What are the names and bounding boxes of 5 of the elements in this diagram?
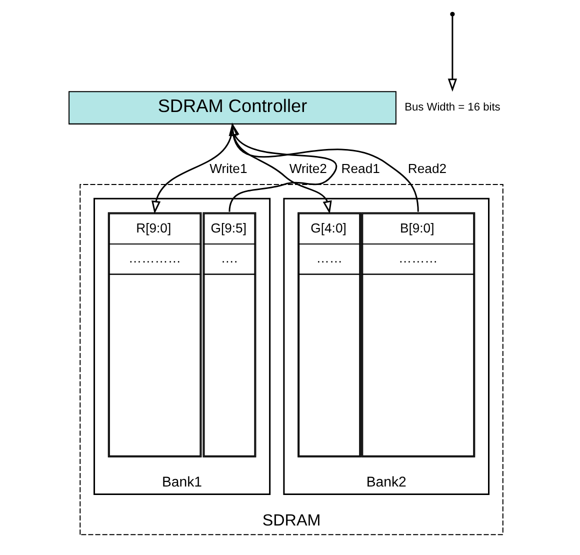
edge-label: Write2 <box>289 160 327 176</box>
node-text: Bus Width = 16 bits <box>404 102 500 114</box>
edge-label: Read1 <box>341 160 380 176</box>
edge-label: Write1 <box>210 160 248 176</box>
edge-label: Read2 <box>408 160 447 176</box>
